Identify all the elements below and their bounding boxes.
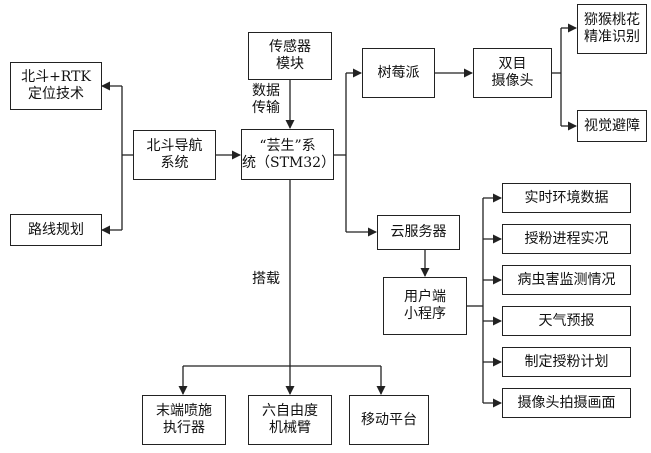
app-item-pollination-progress: 授粉进程实况 bbox=[502, 224, 631, 254]
app-item-weather: 天气预报 bbox=[502, 306, 631, 336]
mini-program-box: 用户端 小程序 bbox=[383, 277, 467, 335]
app-item-pest-monitoring: 病虫害监测情况 bbox=[502, 265, 631, 295]
app-item-plan: 制定授粉计划 bbox=[502, 347, 631, 377]
data-transfer-label: 数据 传输 bbox=[252, 83, 280, 116]
app-item-camera-feed: 摄像头拍摄画面 bbox=[502, 388, 631, 418]
mobile-platform-box: 移动平台 bbox=[349, 395, 429, 445]
robot-arm-box: 六自由度 机械臂 bbox=[248, 395, 332, 445]
flower-recognition-box: 猕猴桃花 精准识别 bbox=[577, 4, 647, 54]
stereo-camera-box: 双目 摄像头 bbox=[473, 48, 552, 98]
route-planning-box: 路线规划 bbox=[10, 214, 102, 246]
sprayer-box: 末端喷施 执行器 bbox=[142, 395, 226, 445]
mount-label: 搭载 bbox=[252, 271, 280, 287]
raspberry-pi-box: 树莓派 bbox=[362, 48, 435, 98]
app-item-realtime-env: 实时环境数据 bbox=[502, 183, 631, 213]
cloud-server-box: 云服务器 bbox=[377, 215, 460, 250]
visual-obstacle-box: 视觉避障 bbox=[577, 110, 647, 142]
core-system-box: “芸生”系 统（STM32） bbox=[241, 129, 335, 180]
sensor-module-box: 传感器 模块 bbox=[248, 32, 332, 80]
beidou-rtk-box: 北斗+RTK 定位技术 bbox=[10, 62, 102, 110]
beidou-nav-box: 北斗导航 系统 bbox=[133, 130, 216, 180]
